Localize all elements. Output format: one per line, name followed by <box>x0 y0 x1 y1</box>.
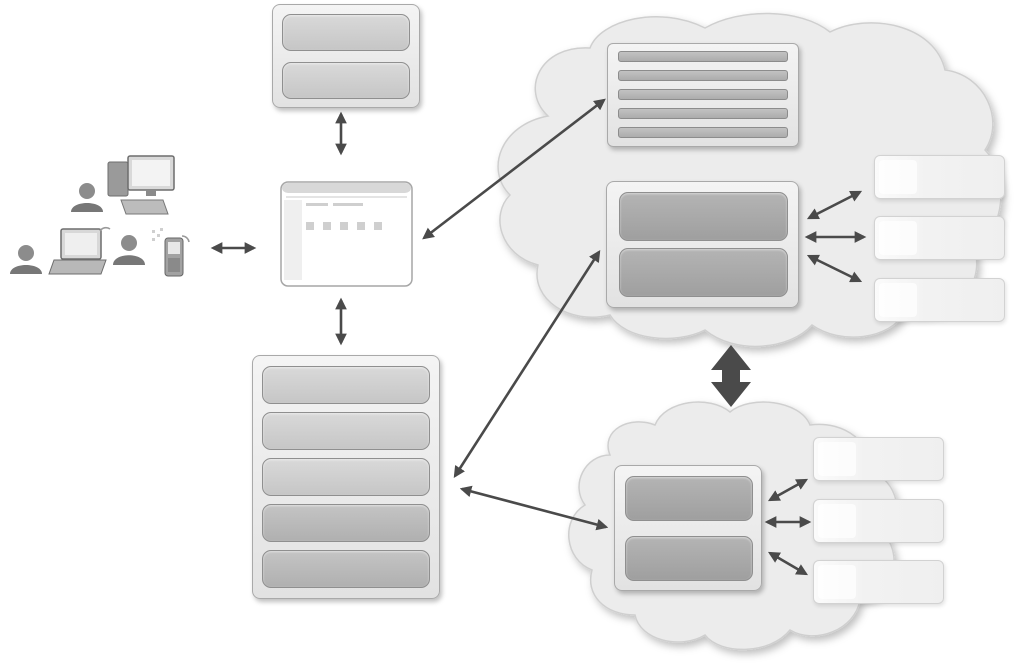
desktop-computer-icon <box>107 155 175 215</box>
left-stack-row-5 <box>262 550 430 588</box>
cloud-server-panel <box>606 181 799 308</box>
external-service-3 <box>874 278 1005 322</box>
user-icon-2 <box>10 245 42 274</box>
user-icon-3 <box>113 235 145 265</box>
secondary-external-service-2 <box>813 499 944 543</box>
wireless-signal-icon <box>99 226 190 243</box>
top-box-row-1 <box>282 14 410 51</box>
left-stack <box>252 355 440 599</box>
left-stack-row-4 <box>262 504 430 542</box>
connector-secondary-ext3 <box>767 551 809 576</box>
top-box <box>272 4 420 108</box>
secondary-server-row-2 <box>625 536 753 581</box>
secondary-server-panel <box>614 465 762 591</box>
connector-server-ext3 <box>806 254 863 283</box>
users-cluster <box>10 155 190 277</box>
cloud-list-row-4 <box>618 108 788 119</box>
mobile-phone-icon <box>152 228 184 277</box>
left-stack-row-2 <box>262 412 430 450</box>
connector-secondary-ext1 <box>767 478 809 502</box>
connector-server-ext1 <box>806 190 863 220</box>
cloud-list-panel <box>607 43 799 147</box>
connector-portal-cloudlist <box>422 98 606 240</box>
user-icon-1 <box>71 183 103 212</box>
connector-stack-cloudserver <box>453 250 601 478</box>
left-stack-row-3 <box>262 458 430 496</box>
cloud-list-row-5 <box>618 127 788 138</box>
laptop-icon <box>48 228 107 275</box>
secondary-server-row-1 <box>625 476 753 521</box>
cloud-list-row-3 <box>618 89 788 100</box>
top-box-row-2 <box>282 62 410 99</box>
browser-window-icon <box>280 181 413 287</box>
cloud-list-row-2 <box>618 70 788 81</box>
cloud-sync-arrow <box>711 345 751 407</box>
cloud-server-row-2 <box>619 248 788 297</box>
cloud-list-row-1 <box>618 51 788 62</box>
secondary-external-service-1 <box>813 437 944 481</box>
cloud-server-row-1 <box>619 192 788 241</box>
external-service-2 <box>874 216 1005 260</box>
external-service-1 <box>874 155 1005 199</box>
connector-stack-secondarycloud <box>459 485 609 531</box>
secondary-external-service-3 <box>813 560 944 604</box>
left-stack-row-1 <box>262 366 430 404</box>
